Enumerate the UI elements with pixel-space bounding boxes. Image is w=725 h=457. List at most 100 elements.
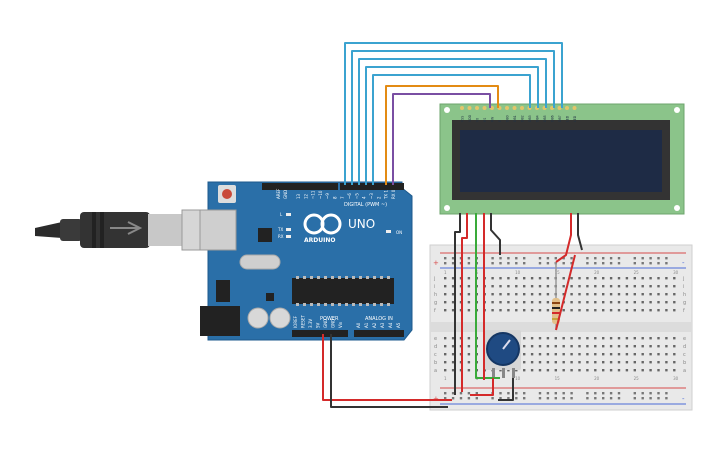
row-letter: a — [434, 368, 437, 374]
wire-blue-3 — [358, 58, 547, 185]
digital-pin-label: ~9 — [325, 193, 330, 199]
wire-gnd — [330, 334, 448, 408]
power-pin-label: 5V — [316, 322, 321, 328]
column-number: 20 — [594, 376, 600, 381]
digital-pin-label: ~3 — [369, 193, 374, 199]
gnd-pin-label: GND — [283, 190, 288, 199]
wires — [322, 42, 583, 408]
row-letter: f — [434, 308, 436, 314]
lcd-pin-label: RW — [491, 116, 495, 122]
row-letter: d — [683, 344, 686, 350]
power-pin-label: Vin — [338, 321, 343, 328]
wire-blue-5 — [372, 74, 531, 185]
lcd-pin-label: RS — [483, 118, 487, 122]
digital-header-label: DIGITAL (PWM ~) — [344, 202, 387, 208]
row-letter: e — [434, 336, 437, 342]
digital-pin-label: RX 0 — [391, 189, 396, 199]
lcd-pin — [557, 106, 562, 110]
lcd-pin-label: DB6 — [551, 115, 555, 122]
tx-led-label: TX — [277, 227, 283, 232]
lcd-pin — [520, 106, 524, 110]
analog-pin-label: A3 — [380, 322, 385, 328]
digital-pin-label: ~5 — [354, 193, 359, 199]
analog-pin-label: A0 — [356, 322, 361, 328]
wire-blue-2 — [351, 50, 555, 185]
column-number: 30 — [673, 270, 679, 275]
resistor — [552, 262, 560, 330]
wire-resistor-out — [555, 254, 576, 331]
lcd-pin — [505, 106, 509, 110]
wire-lcd-vss — [454, 213, 461, 395]
digital-pin-label: 7 — [340, 196, 345, 199]
arduino-logo — [303, 213, 342, 235]
lcd-pin-label: DB1 — [513, 115, 517, 122]
analog-header-label: ANALOG IN — [365, 316, 393, 322]
power-header-label: POWER — [320, 316, 339, 322]
wire-blue-1 — [344, 42, 563, 185]
digital-pin-label: 13 — [296, 193, 301, 199]
row-letter: b — [683, 360, 686, 366]
wire-blue-4 — [365, 66, 539, 185]
wire-lcd-rw — [490, 213, 501, 255]
row-letter: c — [434, 352, 437, 358]
column-number: 1 — [444, 376, 447, 381]
rail-plus-top: + — [433, 259, 439, 267]
column-number: 10 — [515, 270, 521, 275]
digital-pin-label: TX 1 — [384, 190, 389, 200]
row-letter: b — [434, 360, 437, 366]
column-number: 30 — [673, 376, 679, 381]
lcd-pin-label: VDD — [468, 114, 472, 122]
lcd-pin-label: DB3 — [528, 115, 532, 122]
row-letter: i — [683, 284, 684, 290]
lcd-pin — [475, 106, 479, 110]
analog-pin-label: A1 — [364, 322, 369, 328]
column-number: 15 — [555, 376, 561, 381]
digital-pin-label: 12 — [303, 193, 308, 199]
lcd-pin — [512, 106, 517, 110]
aref-pin-label: AREF — [276, 188, 281, 199]
rail-minus-bottom: - — [682, 395, 685, 403]
lcd-screen — [460, 130, 662, 192]
wire-lcd-led-k — [577, 213, 583, 251]
digital-pin-label: ~11 — [311, 190, 316, 199]
rx-led-label: RX — [278, 234, 284, 239]
column-number: 20 — [594, 270, 600, 275]
on-led-label: ON — [396, 230, 402, 235]
row-letter: i — [434, 284, 435, 290]
column-number: 15 — [555, 270, 561, 275]
lcd-pin-label: DB2 — [521, 115, 525, 122]
digital-pin-label: ~10 — [318, 190, 323, 199]
row-letter: d — [434, 344, 437, 350]
lcd-pin-label: DB4 — [536, 115, 540, 122]
lcd-pin-label: E — [498, 120, 502, 122]
digital-pin-label: 8 — [333, 196, 338, 199]
digital-pin-label: ~6 — [347, 193, 352, 199]
lcd-pin-label: LED — [573, 115, 577, 122]
l-led-label: L — [280, 212, 283, 217]
wire-pot-right — [498, 378, 514, 401]
lcd-pin-label: DB5 — [543, 115, 547, 122]
analog-pin-label: A5 — [396, 322, 401, 328]
rail-minus-top: - — [682, 259, 685, 267]
wire-pot-left — [470, 378, 494, 396]
row-letter: g — [434, 300, 437, 306]
power-pin-label: IOREF — [293, 315, 298, 328]
column-number: 1 — [444, 270, 447, 275]
lcd-pin-label: V0 — [476, 118, 480, 122]
lcd-pin-label: DB7 — [558, 115, 562, 122]
analog-pin-label: A2 — [372, 322, 377, 328]
lcd-pin — [460, 106, 464, 110]
row-letter: e — [683, 336, 686, 342]
lcd-pin-label: LED — [566, 115, 570, 122]
row-letter: g — [683, 300, 686, 306]
lcd-pin-label: DB0 — [506, 115, 510, 122]
row-letter: j — [433, 276, 435, 282]
lcd-pin — [482, 106, 487, 110]
row-letter: h — [683, 292, 686, 298]
analog-pin-label: A4 — [388, 322, 393, 328]
arduino-board: ARDUINO UNO DIGITAL (PWM ~) POWER ANALOG… — [199, 181, 413, 341]
